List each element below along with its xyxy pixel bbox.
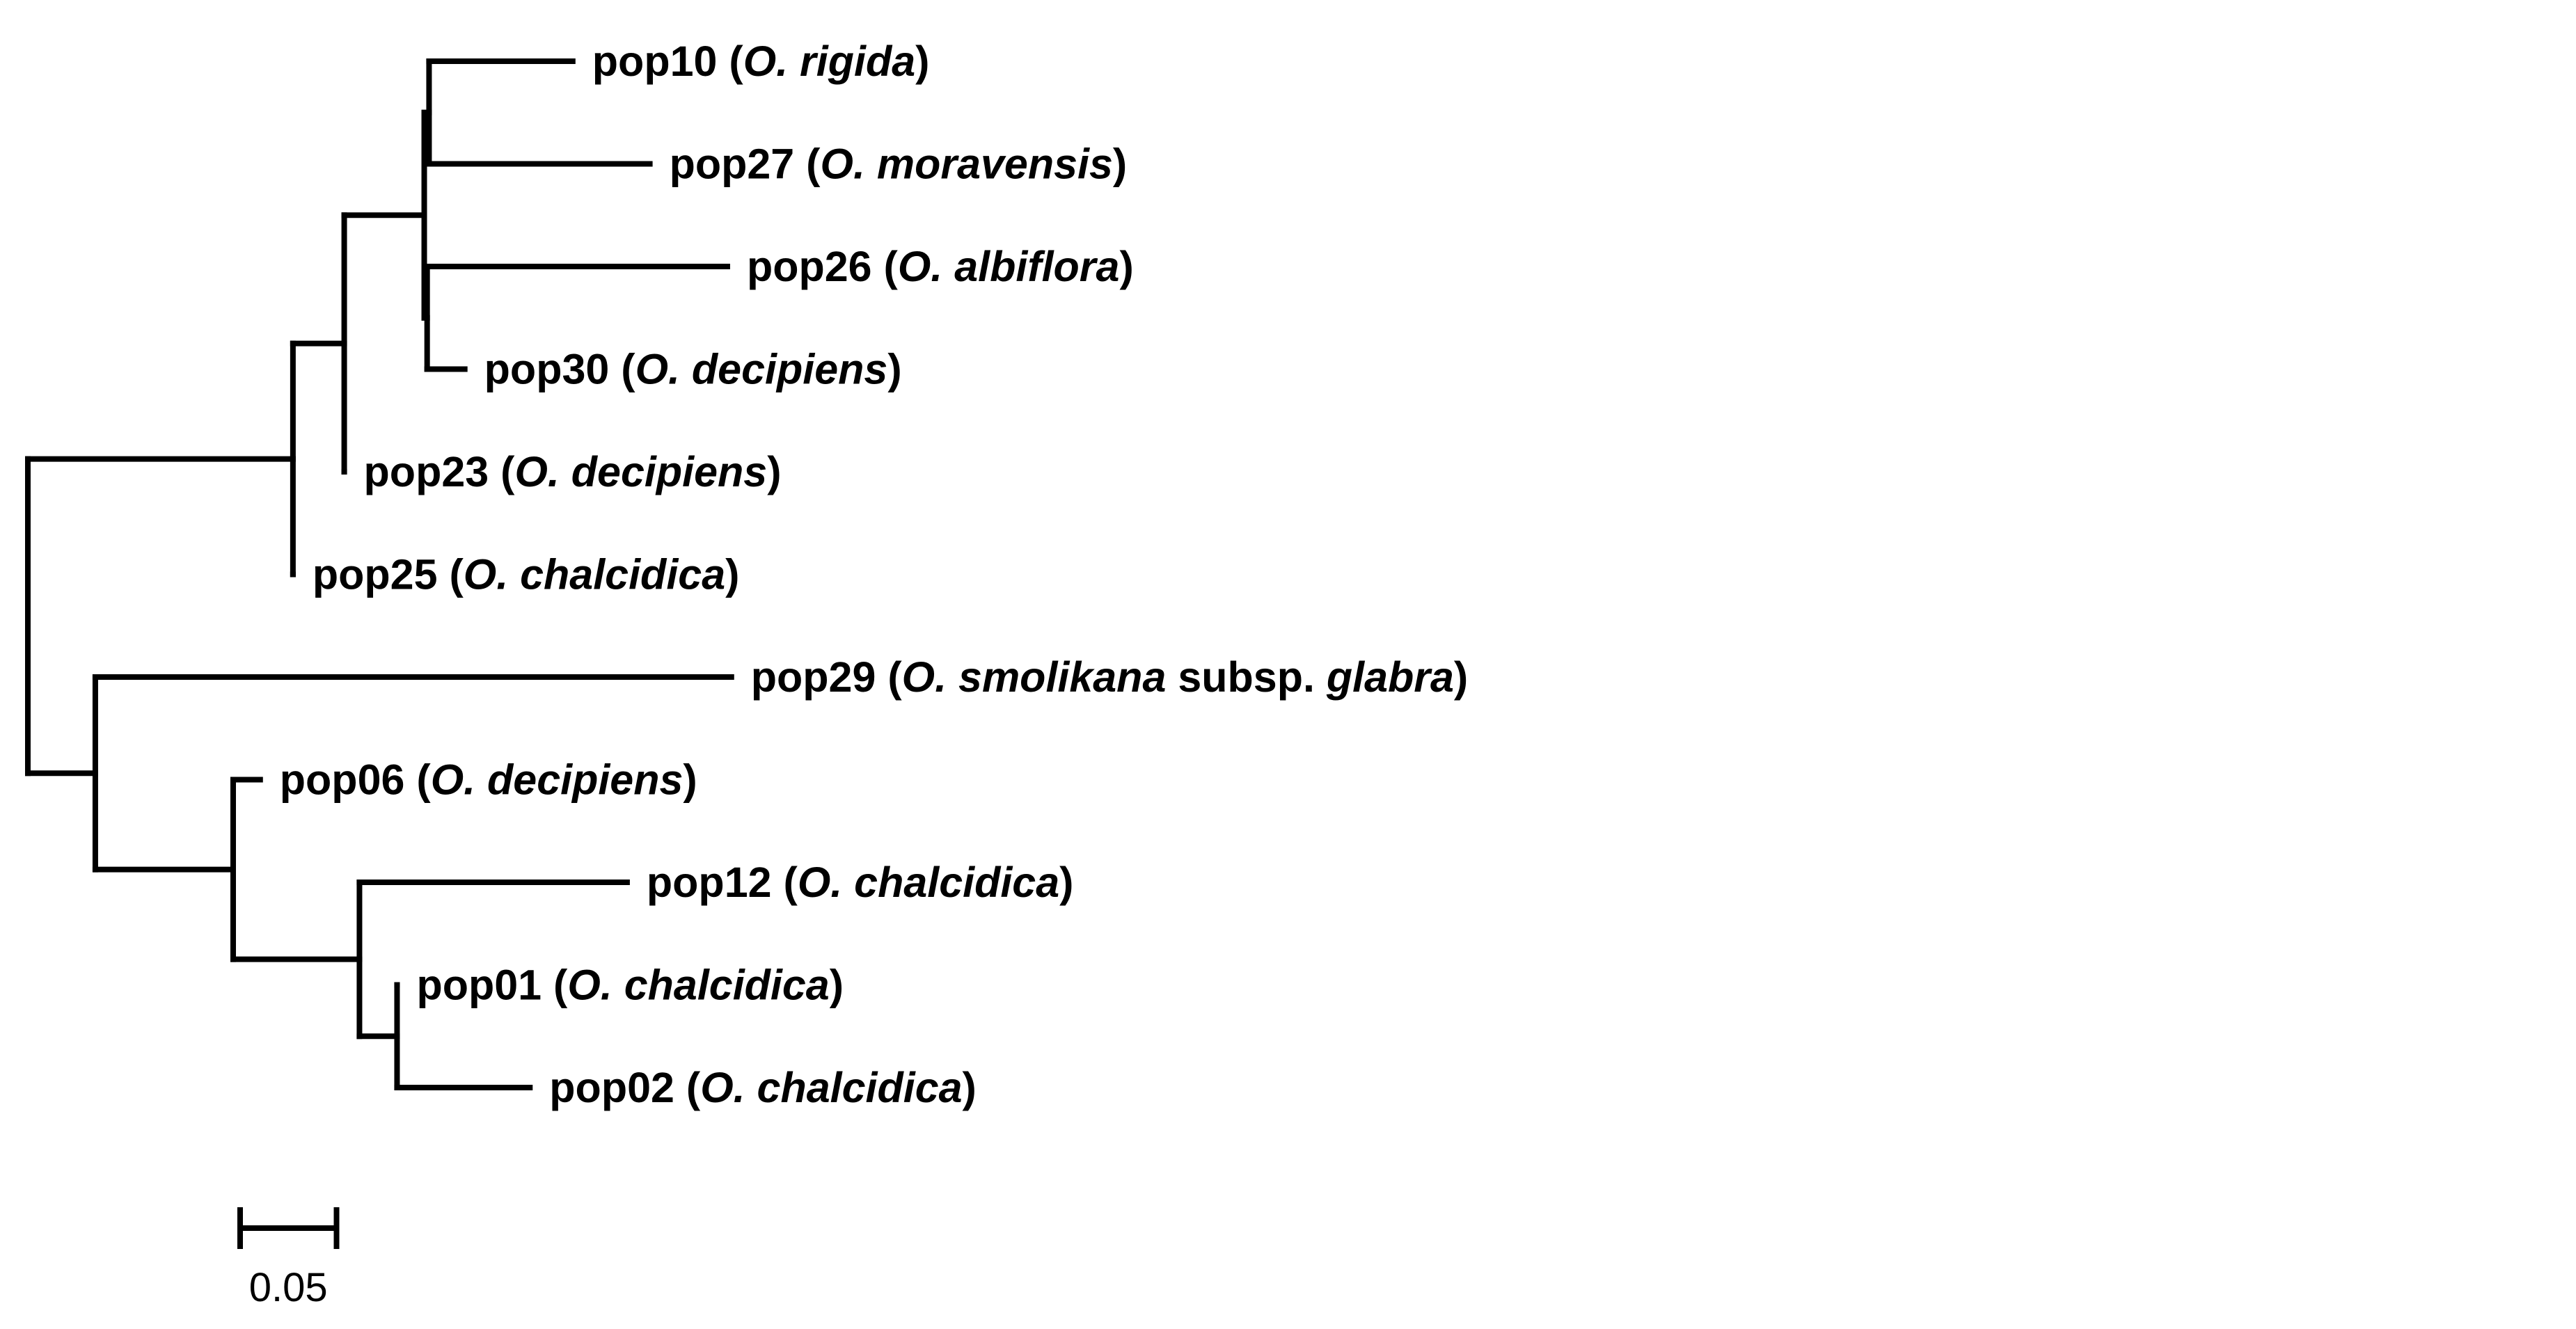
- tip-species: O. decipiens: [431, 756, 683, 804]
- tip-population: pop25 (: [313, 551, 464, 598]
- tip-species: O. decipiens: [635, 346, 888, 393]
- tip-close: ): [767, 448, 781, 495]
- tip-close: ): [915, 38, 929, 85]
- tip-labels: pop10 (O. rigida)pop27 (O. moravensis)po…: [280, 38, 1468, 1111]
- tip-label-pop29: pop29 (O. smolikana subsp. glabra): [751, 653, 1468, 701]
- tip-label-pop25: pop25 (O. chalcidica): [313, 551, 740, 598]
- tip-species: O. albiflora: [898, 243, 1120, 290]
- tip-population: pop12 (: [647, 859, 798, 906]
- tip-population: pop01 (: [416, 962, 568, 1009]
- tip-close: ): [725, 551, 739, 598]
- tip-label-pop01: pop01 (O. chalcidica): [416, 962, 844, 1009]
- tip-label-pop30: pop30 (O. decipiens): [484, 346, 902, 393]
- tip-close: ): [1113, 141, 1127, 188]
- tip-species: O. moravensis: [821, 141, 1113, 188]
- tip-label-pop26: pop26 (O. albiflora): [747, 243, 1134, 290]
- tip-population: pop06 (: [280, 756, 432, 804]
- tip-close: ): [683, 756, 697, 804]
- tip-species: O. chalcidica: [567, 962, 829, 1009]
- tip-species: O. rigida: [743, 38, 915, 85]
- tip-population: pop10 (: [592, 38, 744, 85]
- tree-branches: [25, 58, 734, 1090]
- tip-label-pop02: pop02 (O. chalcidica): [549, 1064, 977, 1111]
- tip-population: pop26 (: [747, 243, 899, 290]
- tip-close: ): [1059, 859, 1073, 906]
- tip-population: pop30 (: [484, 346, 636, 393]
- tip-close: ): [1454, 653, 1468, 701]
- tip-population: pop23 (: [364, 448, 516, 495]
- tip-species: O. chalcidica: [700, 1064, 962, 1111]
- tip-infraspecific-name: glabra: [1326, 653, 1454, 701]
- tip-species: O. smolikana: [902, 653, 1167, 701]
- tip-population: pop29 (: [751, 653, 903, 701]
- scale-bar: 0.05: [237, 1207, 340, 1310]
- tip-close: ): [887, 346, 901, 393]
- tip-population: pop02 (: [549, 1064, 701, 1111]
- tip-label-pop12: pop12 (O. chalcidica): [647, 859, 1074, 906]
- tip-label-pop06: pop06 (O. decipiens): [280, 756, 697, 804]
- tip-label-pop23: pop23 (O. decipiens): [364, 448, 782, 495]
- scale-bar-label: 0.05: [249, 1265, 328, 1310]
- tip-close: ): [830, 962, 844, 1009]
- tip-label-pop10: pop10 (O. rigida): [592, 38, 930, 85]
- tip-rank: subsp.: [1166, 653, 1326, 701]
- tip-close: ): [1119, 243, 1133, 290]
- tip-label-pop27: pop27 (O. moravensis): [670, 141, 1128, 188]
- tip-species: O. chalcidica: [464, 551, 725, 598]
- tip-population: pop27 (: [670, 141, 821, 188]
- tip-species: O. decipiens: [514, 448, 767, 495]
- tip-close: ): [963, 1064, 977, 1111]
- tip-species: O. chalcidica: [798, 859, 1059, 906]
